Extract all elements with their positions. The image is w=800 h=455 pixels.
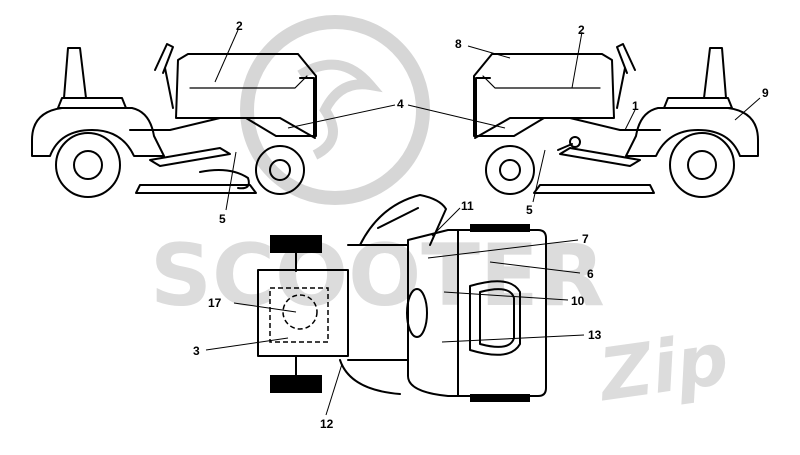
- steering-wheel: [154, 43, 174, 74]
- front-hub: [269, 159, 291, 181]
- callout-numbers: 2 4 5 8 2 1 9 5 11 7 6 10 13 17 3 12: [193, 19, 769, 431]
- callout-2-left: 2: [236, 19, 243, 33]
- rear-wheel: [55, 132, 121, 198]
- callout-12: 12: [320, 417, 334, 431]
- callout-13: 13: [588, 328, 602, 342]
- front-wheel-top: [270, 235, 322, 253]
- deck-edge: [339, 359, 401, 395]
- callout-3: 3: [193, 344, 200, 358]
- rear-fender: [31, 107, 165, 157]
- callout-5-right: 5: [526, 203, 533, 217]
- seat-back: [63, 47, 87, 99]
- tractor-right-side-view: [473, 43, 759, 198]
- deck-chute: [199, 169, 250, 190]
- watermark-swirl: [297, 59, 383, 160]
- callout-11: 11: [461, 199, 474, 213]
- callout-9: 9: [762, 86, 769, 100]
- callout-1: 1: [632, 99, 639, 113]
- callout-6: 6: [587, 267, 594, 281]
- steering-bar: [377, 207, 419, 229]
- tractor-left-side-view: [31, 43, 317, 198]
- hood: [175, 53, 317, 137]
- callout-8: 8: [455, 37, 462, 51]
- steering-top: [359, 194, 447, 246]
- leader-lines: [205, 29, 761, 416]
- fuel-cap-outline: [282, 294, 318, 330]
- steering-column: [164, 67, 174, 109]
- mower-deck: [135, 184, 257, 194]
- callout-2-right: 2: [578, 23, 585, 37]
- rear-wheel-bottom: [470, 394, 530, 402]
- rear-wheel-top: [470, 224, 530, 232]
- watermark-script: Zip: [593, 316, 734, 417]
- body-top: [407, 229, 547, 397]
- fuel-cap-top: [406, 288, 428, 338]
- tractor-top-view: [257, 194, 547, 402]
- footrest: [149, 147, 231, 167]
- callout-5-left: 5: [219, 212, 226, 226]
- seat-top: [469, 280, 521, 356]
- front-wheel-bottom: [270, 375, 322, 393]
- seat-cushion: [57, 97, 127, 109]
- front-wheel: [255, 145, 305, 195]
- frame-line: [129, 117, 316, 139]
- callout-4: 4: [397, 97, 404, 111]
- grille: [299, 77, 315, 137]
- watermark-ring: [240, 15, 430, 205]
- callout-10: 10: [571, 294, 585, 308]
- watermark-brand: SCOOTER: [150, 226, 605, 326]
- watermark: SCOOTER Zip: [150, 15, 734, 417]
- hood-top: [257, 269, 349, 357]
- hood-line: [189, 75, 308, 89]
- rear-hub: [73, 150, 103, 180]
- callout-17: 17: [208, 296, 222, 310]
- decal-area-17: [269, 287, 329, 343]
- callout-7: 7: [582, 232, 589, 246]
